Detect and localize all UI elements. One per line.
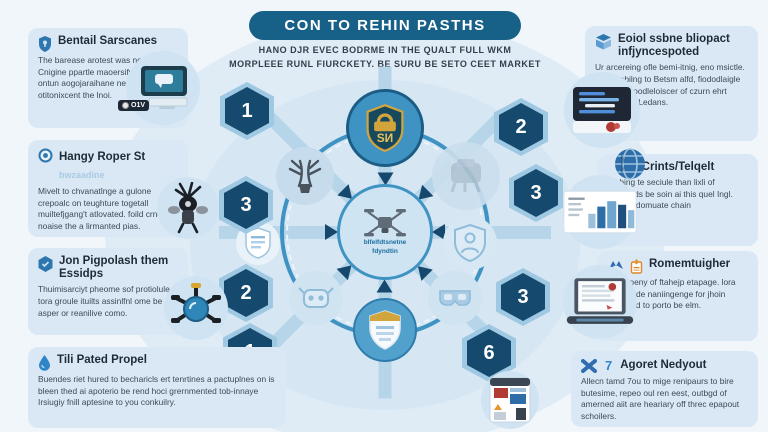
rounded-drone-icon (289, 271, 343, 325)
box-title: Eoiol ssbne bliopact infjyncespoted (618, 33, 730, 59)
hexagon-step: 3 (509, 164, 563, 222)
antler-icon (276, 147, 334, 205)
box-body: The boeny of ftahejp etapage. lora ttnue… (608, 277, 736, 311)
step-number: 3 (501, 273, 545, 321)
step-number: 2 (224, 269, 268, 317)
hub-caption-line-1: blfelfdtsnetne (363, 239, 407, 247)
box-title: Tili Pated Propel (57, 354, 147, 366)
info-box-jon-pigpolash: Jon Pigpolash them Essidps Thuimisarciyt… (28, 248, 188, 335)
central-hub: blfelfdtsnetne fdyndtin (337, 184, 433, 280)
step-number-prefix: 7 (605, 358, 613, 373)
box-title: Crints/Telqelt (641, 161, 715, 173)
box-body: Buendes riet hured to becharicls ert ten… (38, 374, 275, 408)
step-number: 6 (467, 329, 511, 377)
white-shield-icon (353, 298, 417, 362)
code-window-illustration (564, 72, 640, 148)
box-title: Agoret Nedyout (620, 358, 707, 371)
hexagon-badge-icon (38, 256, 53, 272)
step-number: 3 (514, 169, 558, 217)
box-body: Thuimisarciyt pheome sof protiolule tora… (38, 284, 170, 318)
cube-stack-icon (596, 34, 611, 50)
spiky-drone-illustration (157, 177, 219, 239)
laptop-illustration (563, 265, 637, 339)
page-title: CON TO REHIN PASTHS (249, 11, 521, 40)
info-box-bentail-sarscanes: Bentail Sarscanes The barease arotest wa… (28, 28, 188, 128)
bar-chart-illustration (563, 175, 637, 249)
subtitle-line-1: HANO DJR EVEC BODRME IN THE QUALT FULL W… (258, 45, 512, 55)
hexagon-step: 3 (219, 176, 273, 234)
drone-icon (364, 209, 406, 237)
step-number: 1 (225, 87, 269, 135)
box-body: The barease arotest was ne dorrelt. Cnig… (38, 55, 171, 100)
rotor-drone-illustration (164, 276, 228, 340)
box-title: Romemtuigher (649, 258, 731, 270)
monitor-illustration: O1V (118, 51, 200, 125)
step-number: 3 (224, 181, 268, 229)
ring-target-icon (38, 148, 53, 163)
browser-window-illustration (481, 371, 539, 429)
shield-lock-icon: SИ (346, 89, 424, 167)
box-body: Allecn tamd 7ou to mige renipaurs to bir… (581, 376, 740, 421)
step-number: 2 (499, 103, 543, 151)
crossed-x-icon (581, 359, 597, 373)
subtitle-line-2: MORPLEEE RUNL FIURCKETY. BE SURU BE SETO… (229, 58, 541, 69)
box-title: Hangy Roper St (59, 151, 146, 163)
box-body: Mivelt to chvanatlnge a gulone crepoalc … (38, 186, 172, 231)
monitor-icon (141, 66, 188, 109)
faded-machine-icon (432, 142, 500, 210)
page-subtitle: HANO DJR EVEC BODRME IN THE QUALT FULL W… (169, 44, 601, 72)
hub-caption-line-2: fdyndtin (372, 248, 398, 255)
box-title: Jon Pigpolash them Essidps (59, 255, 169, 281)
svg-text:SИ: SИ (377, 131, 394, 145)
camera-lens-icon (122, 102, 129, 109)
info-box-agoret-nedyout: 7 Agoret Nedyout Allecn tamd 7ou to mige… (571, 351, 758, 427)
flame-document-icon (630, 259, 643, 274)
person-shield-icon (443, 216, 497, 270)
globe-icon (615, 148, 645, 180)
camera-badge: O1V (118, 100, 150, 111)
goggles-icon (428, 271, 482, 325)
box-body: Tiubing te seciule than lixli of cochail… (608, 177, 733, 211)
water-drop-icon (39, 355, 50, 371)
box-title: Bentail Sarscanes (58, 35, 158, 47)
info-box-hangy-roper: Hangy Roper St bwzaadine Mivelt to chvan… (28, 140, 188, 237)
box-watermark-text: bwzaadine (59, 170, 105, 180)
camera-badge-label: O1V (131, 102, 146, 109)
shield-badge-icon (39, 36, 51, 52)
hub-caption: blfelfdtsnetne fdyndtin (364, 239, 407, 257)
info-box-tili-pated-propel: Tili Pated Propel Buendes riet hured to … (28, 347, 286, 428)
